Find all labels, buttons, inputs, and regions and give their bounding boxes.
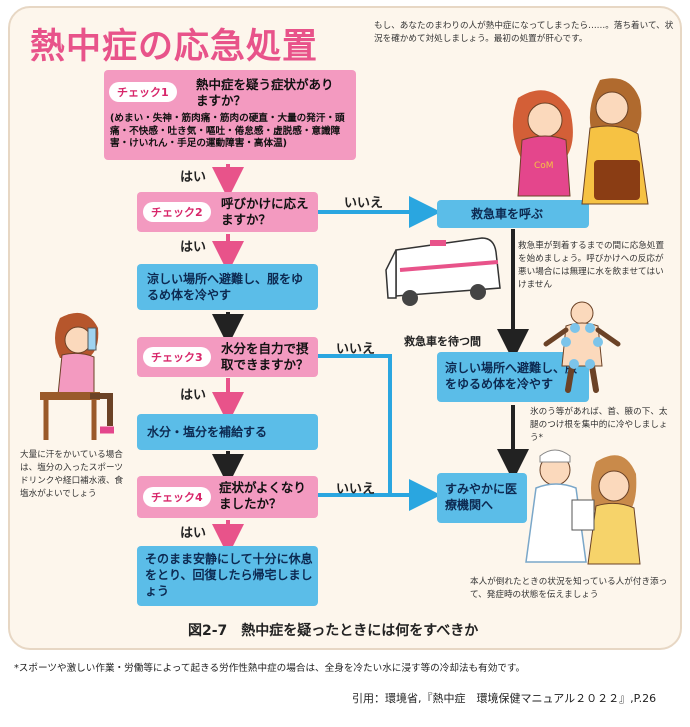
companion-woman-illustration <box>571 455 641 565</box>
check1-question: 熱中症を疑う症状がありますか？ <box>196 77 334 108</box>
check3-badge: チェック3 <box>143 347 211 367</box>
check2-box: チェック2 呼びかけに応えますか？ <box>137 192 318 232</box>
nurse-illustration <box>525 449 587 563</box>
arrow-check3-to-hospital <box>318 354 441 511</box>
cool-right-text: 涼しい場所へ避難し、服をゆるめ体を冷やす <box>445 361 578 391</box>
check4-box: チェック4 症状がよくなりましたか？ <box>137 476 318 518</box>
check2-question: 呼びかけに応えますか？ <box>221 196 309 227</box>
check1-box: チェック1 熱中症を疑う症状がありますか？ (めまい・失神・筋肉痛・筋肉の硬直・… <box>104 70 356 160</box>
cool-action-text: 涼しい場所へ避難し、服をゆるめ体を冷やす <box>147 272 304 302</box>
no-label-3: いいえ <box>336 482 376 497</box>
yes-label-3: はい <box>180 388 207 403</box>
no-label-2: いいえ <box>336 342 376 357</box>
check4-badge: チェック4 <box>143 487 211 507</box>
hydrate-action-box: 水分・塩分を補給する <box>137 414 318 450</box>
shirt-logo: CoM <box>534 161 554 171</box>
helper-woman-illustration <box>581 78 649 205</box>
ice-note-mark: * <box>538 433 543 443</box>
figure-caption: 図2-7 熱中症を疑ったときには何をすべきか <box>188 623 479 639</box>
citation: 引用：環境省,『熱中症 環境保健マニュアル２０２２』,P.26 <box>352 692 657 705</box>
waiting-label: 救急車を待つ間 <box>404 335 481 348</box>
check1-badge: チェック1 <box>109 82 177 102</box>
witness-note: 本人が倒れたときの状況を知っている人が付き添って、発症時の状態を伝えましょう <box>470 577 668 600</box>
check3-question: 水分を自力で摂取できますか？ <box>221 341 309 372</box>
no-label-1: いいえ <box>344 196 384 211</box>
ice-note: 氷のう等があれば、首、腋の下、太腿のつけ根を集中的に冷やしましょう* <box>530 406 670 445</box>
drinking-girl-illustration <box>40 312 114 440</box>
yes-label-1: はい <box>180 170 207 185</box>
check2-badge: チェック2 <box>143 202 211 222</box>
sick-girl-illustration: CoM <box>512 90 573 197</box>
yes-label-2: はい <box>180 240 207 255</box>
footnote: *スポーツや激しい作業・労働等によって起きる労作性熱中症の場合は、全身を冷たい水… <box>14 663 526 674</box>
hospital-box: すみやかに医療機関へ <box>437 473 527 523</box>
ambulance-icon <box>385 237 501 306</box>
call-ambulance-text: 救急車を呼ぶ <box>471 207 544 221</box>
cool-action-box: 涼しい場所へ避難し、服をゆるめ体を冷やす <box>137 264 318 310</box>
hydrate-action-text: 水分・塩分を補給する <box>147 425 268 439</box>
body-cooling-illustration <box>543 301 621 393</box>
ice-note-text: 氷のう等があれば、首、腋の下、太腿のつけ根を集中的に冷やしましょう <box>530 407 668 443</box>
sweat-note: 大量に汗をかいている場合は、塩分の入ったスポーツドリンクや経口補水液、食塩水がよ… <box>20 450 124 499</box>
hospital-text: すみやかに医療機関へ <box>445 482 518 512</box>
rest-action-text: そのまま安静にして十分に休息をとり、回復したら帰宅しましょう <box>145 552 313 598</box>
check4-question: 症状がよくなりましたか？ <box>219 480 306 511</box>
call-ambulance-box: 救急車を呼ぶ <box>437 200 589 228</box>
page-title: 熱中症の応急処置 <box>30 27 319 67</box>
check1-symptoms: (めまい・失神・筋肉痛・筋肉の硬直・大量の発汗・頭痛・不快感・吐き気・嘔吐・倦怠… <box>110 113 345 149</box>
yes-label-4: はい <box>180 526 207 541</box>
intro-text: もし、あなたのまわりの人が熱中症になってしまったら……。落ち着いて、状況を確かめ… <box>374 21 674 44</box>
ambulance-note: 救急車が到着するまでの間に応急処置を始めましょう。呼びかけへの反応が悪い場合には… <box>518 241 665 290</box>
rest-action-box: そのまま安静にして十分に休息をとり、回復したら帰宅しましょう <box>137 546 318 606</box>
check3-box: チェック3 水分を自力で摂取できますか？ <box>137 337 318 377</box>
